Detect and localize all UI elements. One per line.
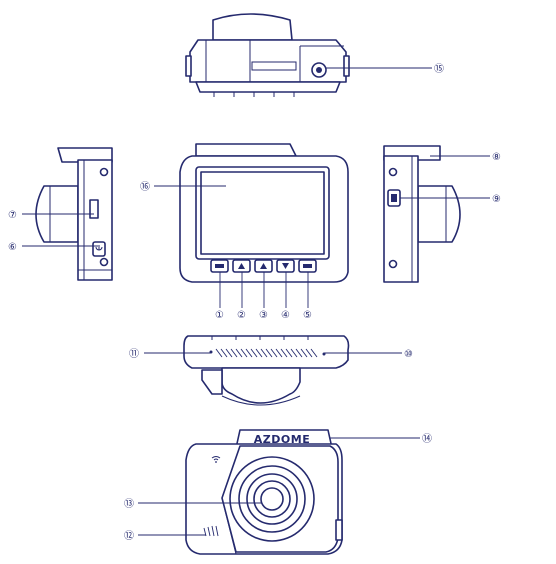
back-lens-view: AZDOME (185, 429, 343, 555)
callout-2: ② (237, 310, 246, 321)
top-view (185, 13, 350, 97)
callout-13: ⑬ (124, 498, 134, 510)
callout-4: ④ (281, 310, 290, 321)
callout-14: ⑭ (422, 433, 432, 445)
callout-leaders (22, 67, 490, 536)
callout-1: ① (215, 310, 224, 321)
callout-12: ⑫ (124, 530, 134, 542)
callout-16: ⑯ (140, 181, 150, 193)
callout-10: ⑩ (404, 349, 413, 360)
front-screen-view (179, 143, 349, 283)
brand-logo-text: AZDOME (254, 433, 310, 446)
callout-15: ⑮ (434, 63, 444, 75)
callout-3: ③ (259, 310, 268, 321)
callout-7: ⑦ (8, 210, 17, 221)
callout-8: ⑧ (492, 152, 501, 163)
left-side-view (35, 147, 113, 281)
right-side-view (383, 145, 461, 283)
bottom-view (183, 335, 350, 406)
callout-11: ⑪ (129, 348, 139, 360)
callout-6: ⑥ (8, 242, 17, 253)
callout-labels: ⑮ ⑯ ⑧ ⑨ ⑦ ⑥ ① ② ③ ④ ⑤ ⑪ ⑩ ⑭ ⑬ ⑫ (8, 63, 501, 542)
callout-9: ⑨ (492, 194, 501, 205)
callout-5: ⑤ (303, 310, 312, 321)
